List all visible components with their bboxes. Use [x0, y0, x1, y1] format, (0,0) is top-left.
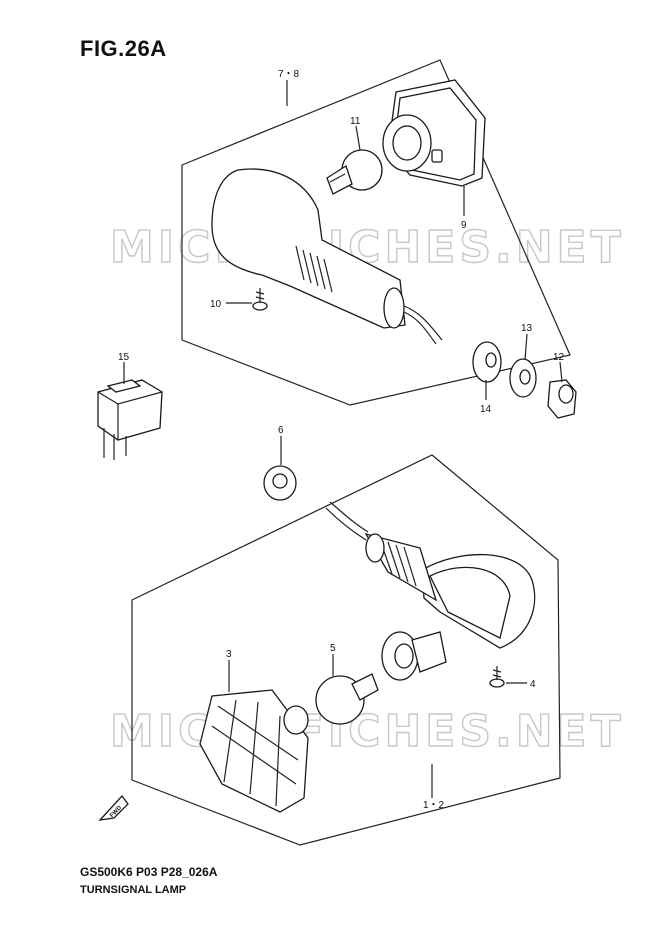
lower-assembly-frame	[131, 454, 561, 846]
model-code: GS500K6 P03 P28_026A	[80, 865, 218, 879]
screw-part-4	[489, 666, 505, 688]
callout-5: 5	[330, 643, 336, 654]
callout-10: 10	[210, 299, 222, 310]
lamp-housing-part-9	[382, 79, 486, 187]
bulb-part-11	[326, 149, 383, 195]
part-name: TURNSIGNAL LAMP	[80, 884, 187, 896]
callout-1-2: 1・2	[423, 800, 445, 811]
callout-9: 9	[461, 220, 467, 231]
nut-part-12	[547, 379, 577, 419]
callout-6: 6	[278, 425, 284, 436]
callout-3: 3	[226, 649, 232, 660]
callout-11: 11	[350, 116, 361, 127]
relay-part-15	[97, 379, 163, 460]
lamp-body-lower	[325, 501, 536, 649]
callout-15: 15	[118, 352, 130, 363]
screw-part-10	[252, 288, 268, 311]
bulb-part-5	[315, 673, 379, 725]
watermark-bottom: MICROFICHES.NET	[110, 706, 625, 757]
leader-13	[524, 333, 528, 361]
upper-assembly-frame	[181, 59, 571, 406]
leader-11	[355, 125, 361, 151]
nut-part-14	[472, 341, 502, 383]
lens-part-3	[199, 689, 309, 813]
callout-14: 14	[480, 404, 492, 415]
callout-13: 13	[521, 323, 533, 334]
callout-7-8: 7・8	[278, 69, 300, 80]
figure-title: FIG.26A	[80, 36, 167, 61]
socket-lower	[381, 631, 447, 681]
grommet-part-6	[263, 465, 297, 501]
lamp-stem-upper	[211, 168, 443, 345]
callout-12: 12	[553, 352, 565, 363]
fwd-arrow-icon: FWD	[98, 794, 129, 821]
leader-12	[559, 361, 563, 383]
callout-4: 4	[530, 679, 536, 690]
washer-part-13	[509, 358, 537, 398]
